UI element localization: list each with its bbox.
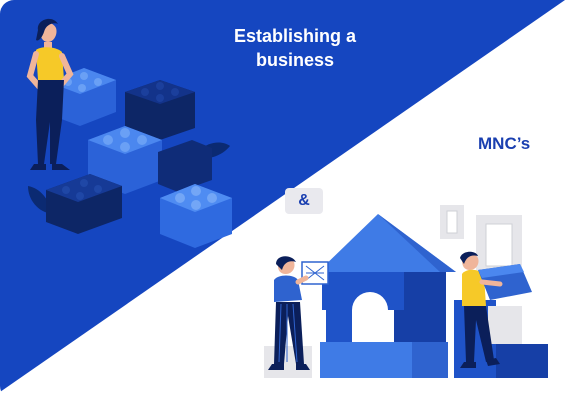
headline-line-1: Establishing a [233, 26, 357, 46]
headline-mncs: MNC’s [478, 134, 531, 153]
ampersand-badge: & [285, 188, 323, 214]
headline-line-2: business [255, 50, 335, 70]
woman-figure-left [26, 18, 74, 170]
headline-establishing-business: Establishing a business [215, 24, 375, 72]
toy-blocks-left [28, 68, 232, 248]
block-house [264, 214, 548, 378]
woman-figure-right [268, 256, 329, 370]
man-figure-right [460, 251, 532, 368]
